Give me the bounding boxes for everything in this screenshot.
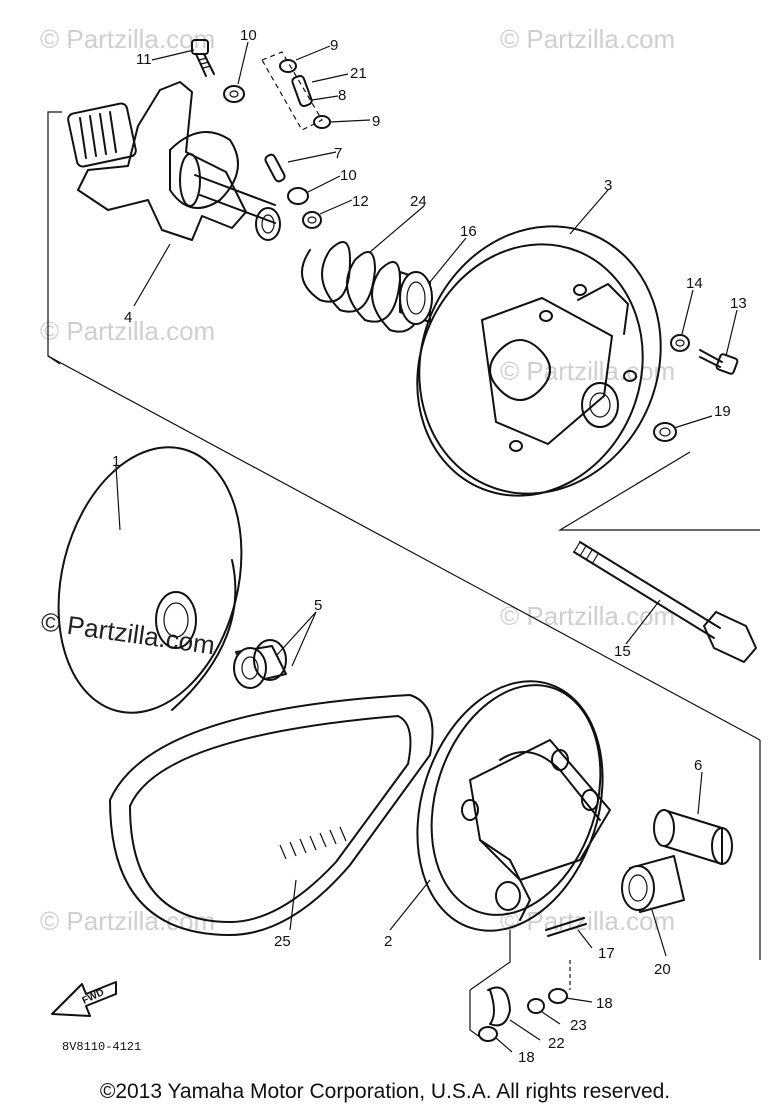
- washer-part-18-lower: [478, 1026, 498, 1042]
- long-bolt-part-15: [573, 541, 757, 663]
- nut-part-12: [302, 211, 322, 229]
- bushing-part-5: [233, 639, 287, 689]
- callout-5: 5: [314, 597, 322, 614]
- assembly-frame-lines: [47, 111, 761, 960]
- callout-22: 22: [548, 1035, 565, 1052]
- sleeve-part-6: [653, 809, 733, 865]
- washer-part-18-upper: [548, 988, 568, 1004]
- fixed-sheave-part-1: [57, 446, 243, 714]
- copyright-notice: ©2013 Yamaha Motor Corporation, U.S.A. A…: [99, 1080, 671, 1103]
- bolt-part-11: [191, 39, 215, 77]
- callout-13: 13: [730, 295, 747, 312]
- watermark: © Partzilla.com: [500, 601, 675, 631]
- spring-part-24: [301, 241, 426, 333]
- shaft-sheave-part-4: [67, 81, 281, 241]
- callout-20: 20: [654, 961, 671, 978]
- leader-lines: [115, 41, 738, 1053]
- watermark: © Partzilla.com: [40, 316, 215, 346]
- bushing-part-16: [399, 271, 433, 325]
- watermark: © Partzilla.com: [40, 906, 215, 936]
- callout-11: 11: [136, 51, 152, 68]
- washer-part-14: [670, 334, 690, 352]
- callout-10a: 10: [240, 27, 257, 44]
- callout-18a: 18: [596, 995, 613, 1012]
- callout-1: 1: [112, 453, 120, 470]
- callout-14: 14: [686, 275, 703, 292]
- callout-9a: 9: [330, 37, 338, 54]
- watermark: © Partzilla.com: [500, 356, 675, 386]
- callout-4: 4: [124, 309, 132, 326]
- ring-part-20: [621, 855, 685, 913]
- collar-part-23: [527, 998, 545, 1014]
- callout-12: 12: [352, 193, 369, 210]
- callout-23: 23: [570, 1017, 587, 1034]
- movable-sheave-part-2: [416, 680, 611, 932]
- callout-19: 19: [714, 403, 731, 420]
- callout-numbers: 1 2 3 4 5 6 7 8 9 9 10 10 11 12 13 14 15…: [112, 27, 747, 1066]
- v-belt-part-25: [109, 694, 434, 936]
- callout-25: 25: [274, 933, 291, 950]
- washer-part-10-top: [223, 85, 245, 103]
- callout-9b: 9: [372, 113, 380, 130]
- cam-cover-part-3: [416, 225, 662, 497]
- callout-2: 2: [384, 933, 392, 950]
- callout-7: 7: [334, 145, 342, 162]
- clip-part-19: [653, 422, 677, 442]
- weight-part-22: [469, 986, 511, 1041]
- callout-24: 24: [410, 193, 427, 210]
- watermark: © Partzilla.com: [40, 24, 215, 54]
- callout-21: 21: [350, 65, 367, 82]
- callout-6: 6: [694, 757, 702, 774]
- assembly-line-lower: [469, 930, 511, 991]
- pin-part-17: [545, 917, 587, 937]
- pin-assembly-parts-9-21-8: [261, 51, 331, 131]
- callout-8: 8: [338, 87, 346, 104]
- bolt-part-13: [699, 349, 739, 375]
- watermark: © Partzilla.com: [500, 24, 675, 54]
- callout-18b: 18: [518, 1049, 535, 1066]
- fwd-arrow-icon: FWD: [51, 981, 117, 1017]
- callout-17: 17: [598, 945, 615, 962]
- callout-10b: 10: [340, 167, 357, 184]
- drawing-code: 8V8110-4121: [62, 1040, 141, 1054]
- pin-part-7: [264, 153, 286, 183]
- callout-15: 15: [614, 643, 631, 660]
- callout-16: 16: [460, 223, 477, 240]
- callout-3: 3: [604, 177, 612, 194]
- washer-part-10-lower: [287, 187, 309, 205]
